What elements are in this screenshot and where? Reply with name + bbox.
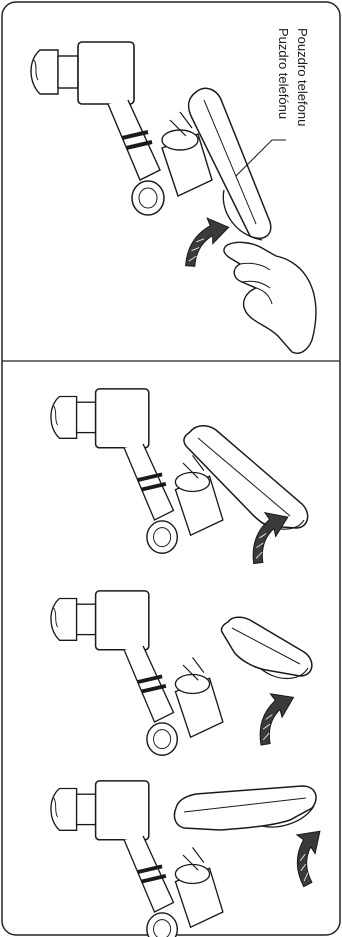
label-puzdro-telefonu: Puzdro telefónu xyxy=(276,28,291,119)
label-pouzdro-telefonu: Pouzdro telefonu xyxy=(295,28,310,126)
